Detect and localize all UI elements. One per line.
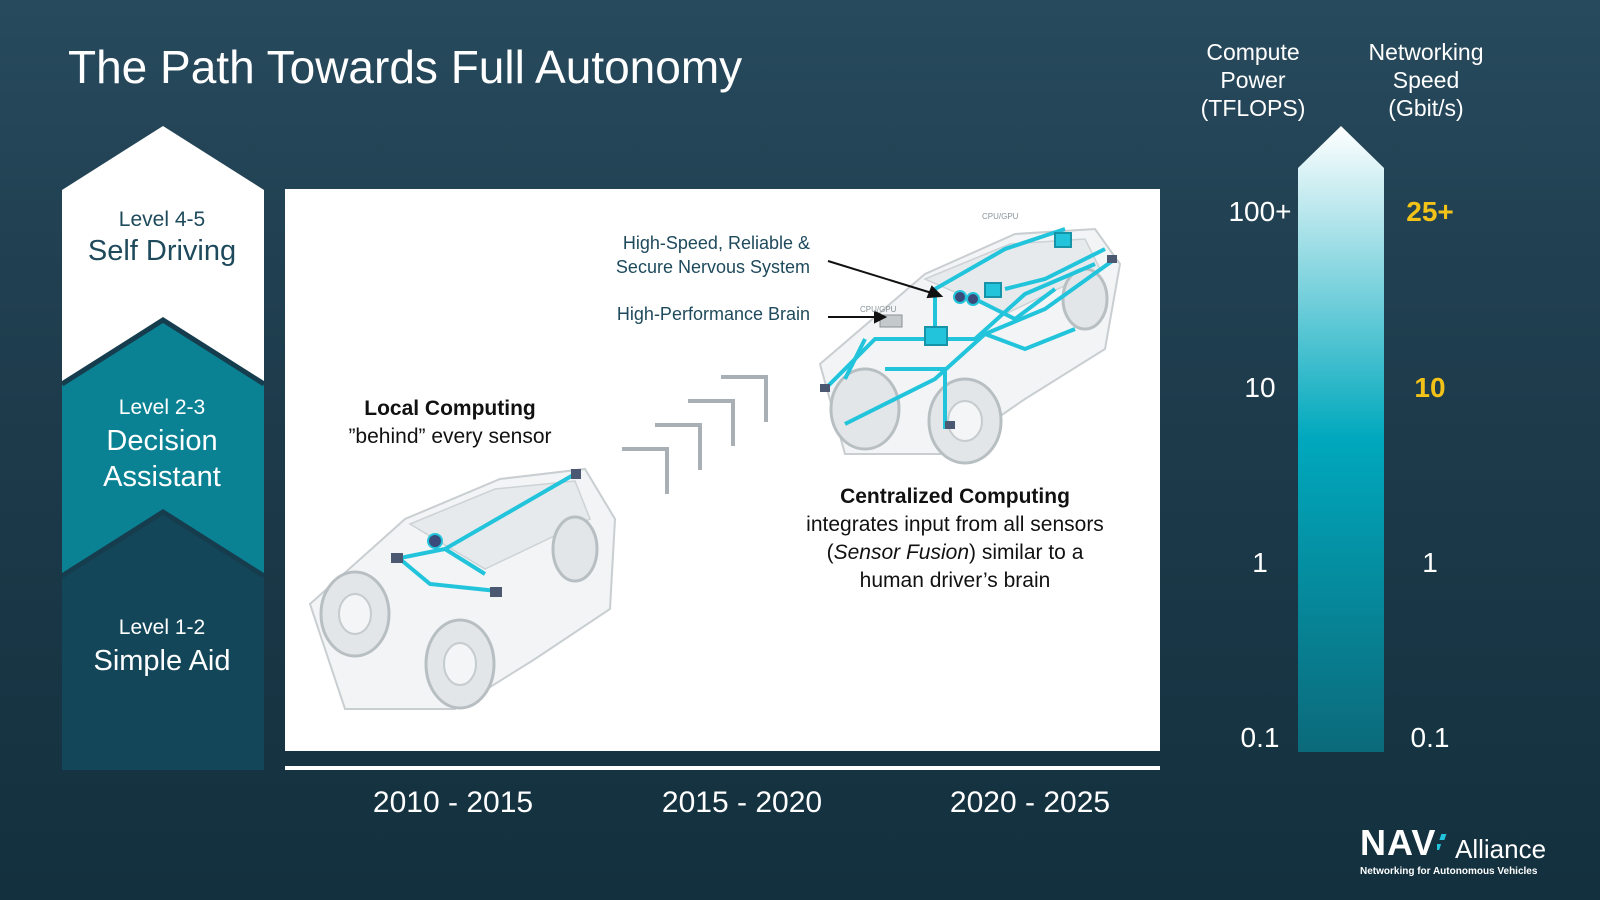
- level-4-5-label: Level 4-5: [118, 208, 206, 231]
- car-illustrations: [308, 227, 1122, 710]
- sensor-fusion-term: Sensor Fusion: [833, 541, 970, 564]
- level-1-2-label: Level 1-2: [118, 616, 206, 639]
- compute-value-10: 10: [1244, 372, 1276, 403]
- era-label-1: 2010 - 2015: [372, 786, 534, 819]
- architecture-panel: CPU/GPU CPU/GPU High-Speed, Reliable & S…: [285, 189, 1160, 751]
- level-2-3-name-line2: Assistant: [103, 461, 221, 493]
- centralized-computing-line3: human driver’s brain: [859, 569, 1051, 592]
- centralized-computing-heading: Centralized Computing: [840, 485, 1070, 508]
- logo-tagline: Networking for Autonomous Vehicles: [1360, 866, 1538, 877]
- logo-alliance-text: Alliance: [1455, 834, 1547, 864]
- progress-steps-icon: [622, 375, 768, 494]
- level-2-3-label: Level 2-3: [118, 396, 206, 419]
- local-computing-heading: Local Computing: [364, 397, 536, 420]
- network-value-10: 10: [1414, 372, 1446, 403]
- level-1-2-shape: [62, 512, 264, 770]
- local-computing-subtext: ”behind” every sensor: [348, 425, 552, 448]
- compute-value-0-1: 0.1: [1240, 722, 1280, 753]
- network-value-1: 1: [1422, 547, 1438, 578]
- level-1-2-name: Simple Aid: [93, 645, 231, 677]
- level-2-3-name-line1: Decision: [106, 425, 218, 457]
- brain-annotation: High-Performance Brain: [616, 304, 810, 324]
- networking-speed-header: Networking Speed (Gbit/s): [1368, 39, 1484, 121]
- era-label-3: 2020 - 2025: [949, 786, 1111, 819]
- network-value-25-plus: 25+: [1406, 196, 1454, 227]
- compute-value-100-plus: 100+: [1228, 196, 1292, 227]
- centralized-computing-line1: integrates input from all sensors: [806, 513, 1104, 536]
- nav-alliance-logo: NAV: [1360, 822, 1437, 863]
- cpu-gpu-label-top: CPU/GPU: [982, 212, 1019, 221]
- centralized-computing-line2: (Sensor Fusion) similar to a: [826, 541, 1084, 564]
- local-computing-car-image: [308, 467, 617, 710]
- level-4-5-shape: [62, 126, 264, 396]
- growth-gauge-arrow: [1298, 126, 1384, 752]
- level-2-3-shape: [62, 320, 264, 582]
- timeline-axis: [285, 766, 1160, 770]
- era-label-2: 2015 - 2020: [661, 786, 823, 819]
- cpu-gpu-label-brain: CPU/GPU: [860, 305, 897, 314]
- centralized-computing-car-image: [818, 227, 1122, 465]
- compute-power-header: Compute Power (TFLOPS): [1200, 39, 1306, 121]
- autonomy-levels: [62, 126, 264, 770]
- nervous-system-annotation-line2: Secure Nervous System: [615, 257, 810, 277]
- compute-value-1: 1: [1252, 547, 1268, 578]
- annotation-arrows: [827, 260, 944, 324]
- network-value-0-1: 0.1: [1410, 722, 1450, 753]
- logo-slash-icon: [1437, 834, 1447, 850]
- level-4-5-name: Self Driving: [87, 235, 237, 267]
- page-title: The Path Towards Full Autonomy: [68, 41, 743, 93]
- nervous-system-annotation-line1: High-Speed, Reliable &: [622, 233, 810, 253]
